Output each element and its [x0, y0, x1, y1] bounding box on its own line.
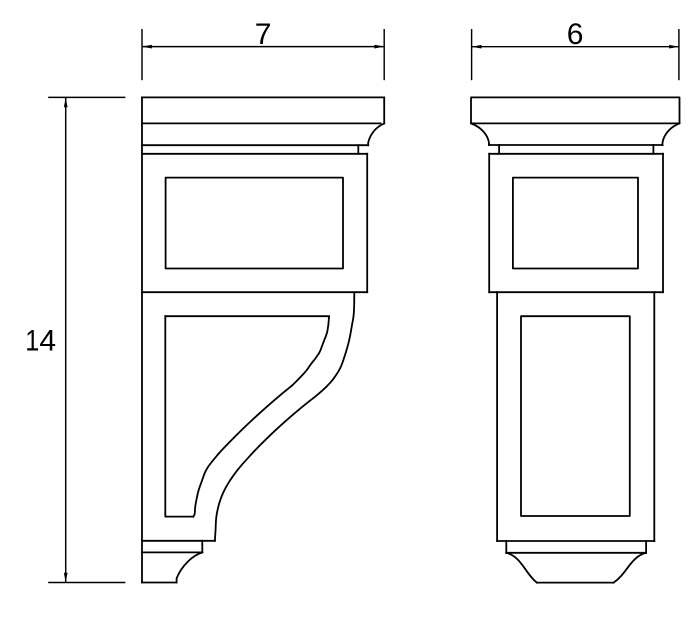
- svg-text:4: 4: [39, 324, 56, 357]
- svg-text:1: 1: [25, 324, 39, 357]
- svg-text:6: 6: [567, 18, 584, 51]
- svg-text:7: 7: [255, 18, 272, 51]
